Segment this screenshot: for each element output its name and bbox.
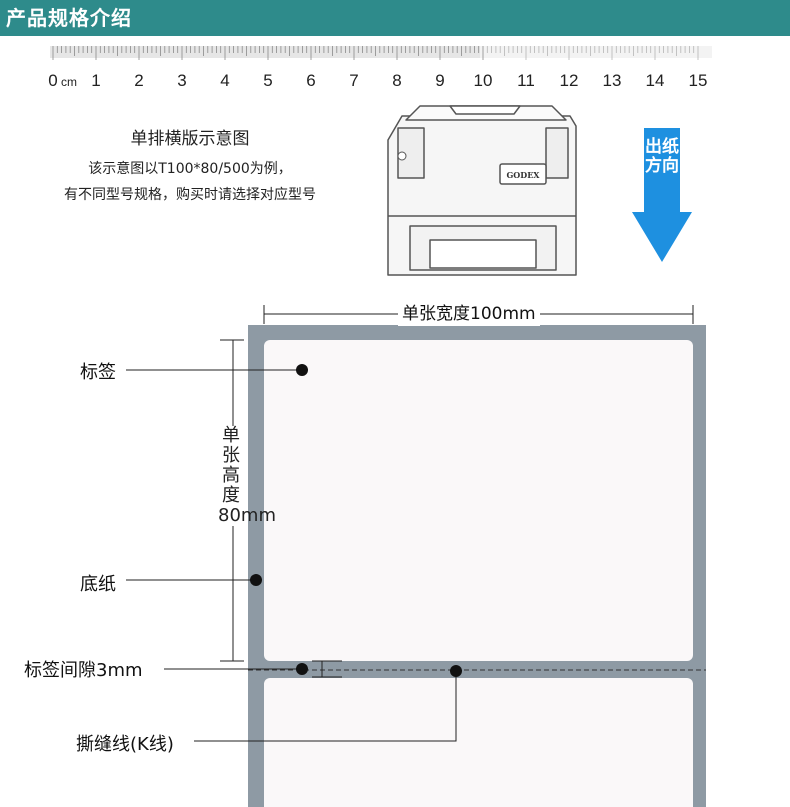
- callout-dot-tear: [450, 665, 462, 677]
- callout-text-gap: 标签间隙3mm: [24, 660, 143, 681]
- section-title: 产品规格介绍: [6, 6, 132, 30]
- ruler-unit-label: cm: [61, 75, 77, 89]
- callout-dot-label: [296, 364, 308, 376]
- feed-direction-text: 出纸方向: [645, 137, 679, 176]
- ruler-number: 6: [306, 71, 315, 90]
- section-header-bar: [0, 0, 790, 36]
- callout-dot-gap: [296, 663, 308, 675]
- ruler-number: 2: [134, 71, 143, 90]
- ruler-number: 5: [263, 71, 272, 90]
- height-dimension-label: 单张高度80mm: [218, 425, 276, 526]
- callout-dot-backing: [250, 574, 262, 586]
- diagram-caption: 单排横版示意图: [130, 129, 250, 149]
- label-sheet-1: [264, 340, 693, 661]
- printer-brand: GODEX: [506, 170, 540, 180]
- ruler-number: 10: [474, 71, 493, 90]
- label-layout-diagram: [126, 305, 706, 807]
- ruler-number: 11: [517, 71, 535, 90]
- callout-line-tear: [194, 671, 457, 742]
- ruler-number: 8: [392, 71, 401, 90]
- callout-text-label: 标签: [80, 362, 116, 383]
- ruler-number: 12: [560, 71, 579, 90]
- printer-illustration: GODEX: [387, 105, 577, 276]
- ruler-number: 4: [220, 71, 229, 90]
- feed-direction-arrow-icon: [632, 128, 692, 262]
- label-sheet-2: [264, 678, 693, 807]
- ruler-strip-faded: [480, 46, 712, 58]
- ruler-number: 0: [48, 71, 57, 90]
- diagram-note-line1: 该示意图以T100*80/500为例，: [88, 161, 292, 177]
- ruler-number: 14: [646, 71, 665, 90]
- ruler-number: 9: [435, 71, 444, 90]
- ruler-number: 7: [349, 71, 358, 90]
- ruler-number: 13: [603, 71, 622, 90]
- diagram-note-line2: 有不同型号规格，购买时请选择对应型号: [64, 187, 316, 203]
- width-dimension-label: 单张宽度100mm: [398, 302, 540, 326]
- ruler-number: 15: [689, 71, 708, 90]
- ruler-number: 1: [91, 71, 100, 90]
- callout-text-tear-line: 撕缝线(K线): [76, 734, 174, 755]
- printer-button-icon: [397, 151, 407, 161]
- gap-dimension: [312, 660, 342, 678]
- callout-text-backing: 底纸: [80, 574, 116, 595]
- ruler-ticks: [52, 46, 699, 60]
- ruler-strip: [50, 46, 480, 58]
- ruler-number: 3: [177, 71, 186, 90]
